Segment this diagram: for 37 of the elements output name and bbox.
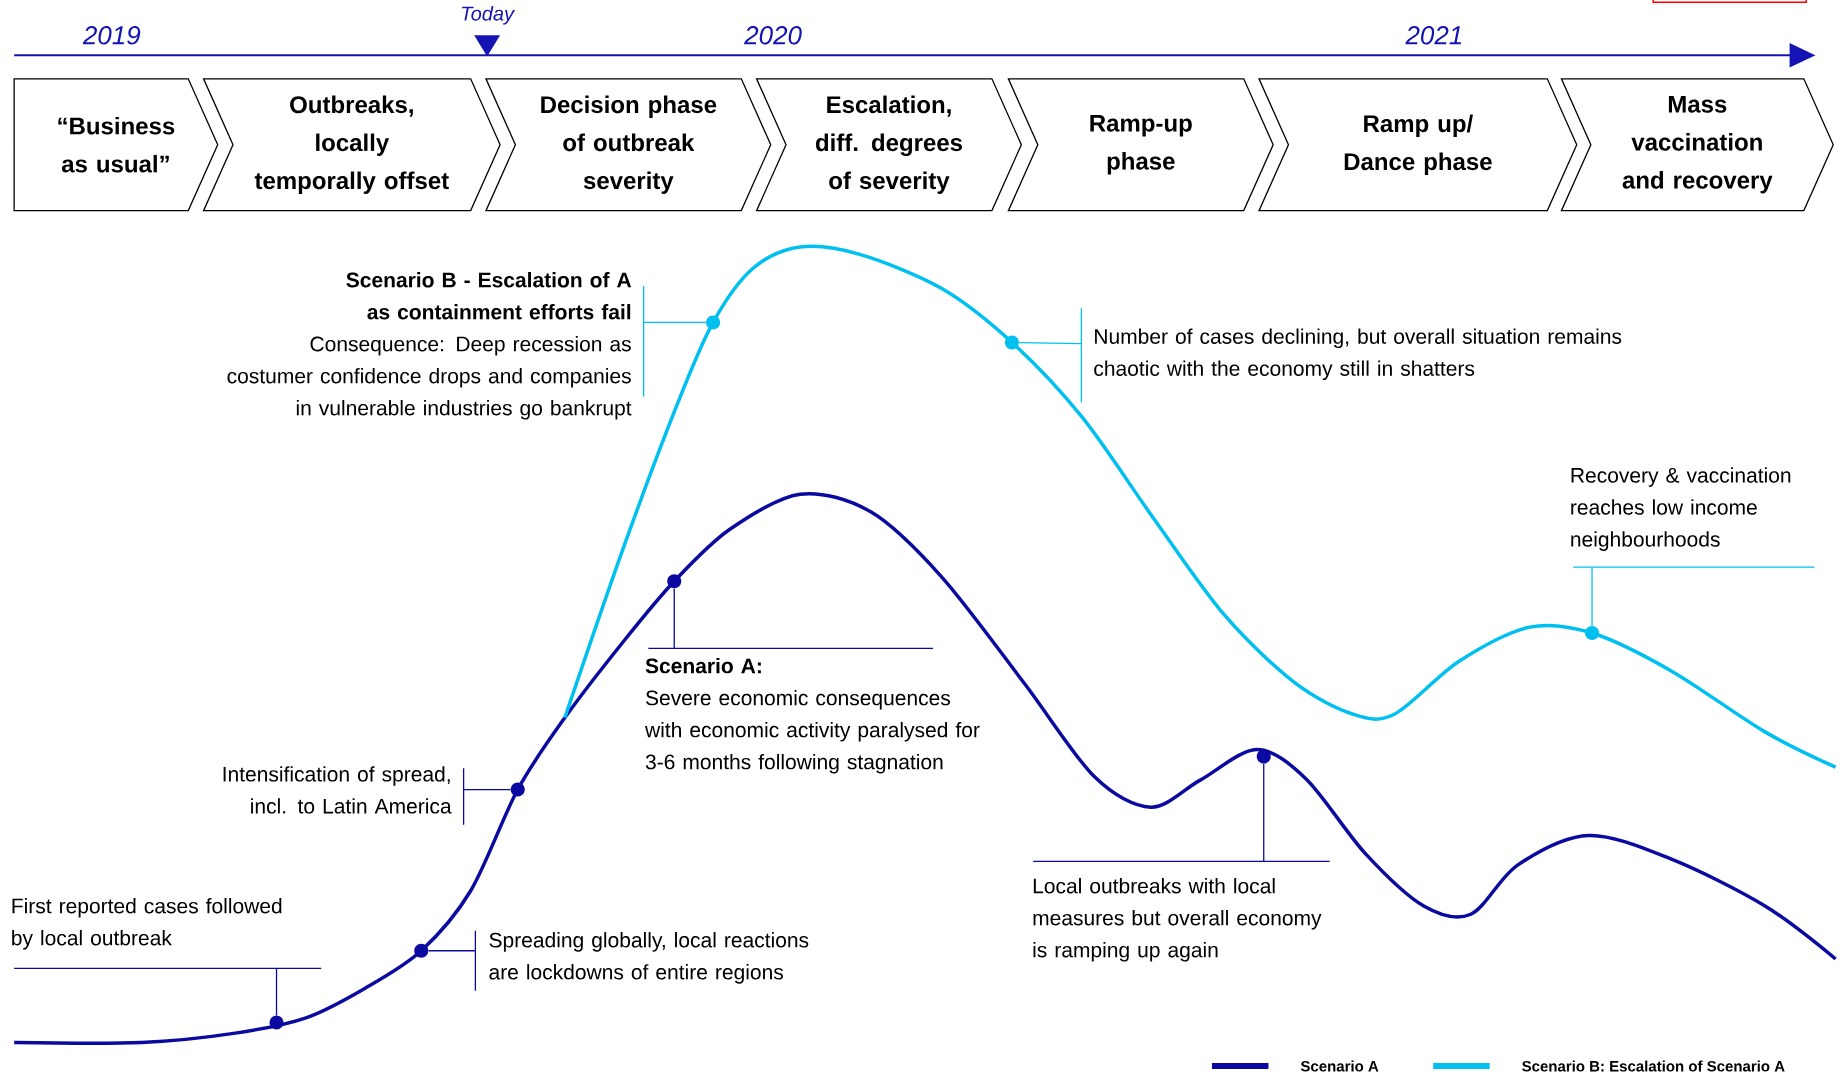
leader-line bbox=[1032, 763, 1331, 862]
phase-band: Escalation, diff. degrees of severity bbox=[755, 78, 1023, 212]
curve-dot bbox=[269, 1015, 284, 1030]
leader-line bbox=[1572, 566, 1816, 627]
curve-dot bbox=[510, 782, 525, 797]
curve-dot bbox=[414, 943, 429, 958]
annotation-text: Number of cases declining, but overall situation remains chaotic with the economy still in shatters bbox=[1094, 328, 1622, 381]
phase-band: “Business as usual” bbox=[13, 78, 219, 212]
annotation-text: First reported cases followed by local outbreak bbox=[12, 898, 282, 950]
annotation-text: Recovery & vaccination reaches low income neighbourhoods bbox=[1571, 467, 1791, 551]
leader-line bbox=[427, 930, 477, 992]
legend-label: Scenario B: Escalation of Scenario A bbox=[1522, 1060, 1785, 1072]
curve-dot bbox=[667, 574, 682, 589]
curve-dot bbox=[1256, 749, 1271, 764]
curve-dot bbox=[1585, 626, 1600, 641]
phase-band: Mass vaccination and recovery bbox=[1560, 78, 1834, 212]
leader-line bbox=[647, 587, 934, 649]
year-label: 2021 bbox=[1405, 26, 1462, 45]
annotation-text: Intensification of spread, incl. to Latin America bbox=[223, 766, 452, 814]
curve-dot bbox=[706, 315, 721, 330]
phase-band: Decision phase of outbreak severity bbox=[484, 78, 772, 212]
phase-band: Outbreaks, locally temporally offset bbox=[202, 78, 501, 212]
phase-band: Ramp-up phase bbox=[1007, 78, 1274, 212]
annotation-text: Scenario A: Severe economic consequences with economic activity paralysed for 3-6 months following stagnation bbox=[645, 657, 980, 774]
leader-line bbox=[1018, 307, 1082, 404]
leader-line bbox=[643, 285, 707, 398]
phase-band: Ramp up/ Dance phase bbox=[1258, 78, 1578, 212]
today-label: Today bbox=[462, 6, 516, 25]
curve-dot bbox=[1004, 335, 1019, 350]
year-label: 2020 bbox=[744, 26, 802, 45]
annotation-text: Scenario B - Escalation of A as containment efforts fail Consequence: Deep recession as costumer confidence drops and companies in vulnerable industries go bankrupt bbox=[227, 272, 632, 420]
leader-line bbox=[13, 967, 322, 1016]
legend-label: Scenario A bbox=[1300, 1060, 1379, 1072]
annotation-text: Local outbreaks with local measures but overall economy is ramping up again bbox=[1033, 878, 1322, 962]
annotation-text: Spreading globally, local reactions are lockdowns of entire regions bbox=[489, 932, 809, 984]
leader-line bbox=[462, 767, 512, 826]
year-label: 2019 bbox=[82, 26, 141, 45]
